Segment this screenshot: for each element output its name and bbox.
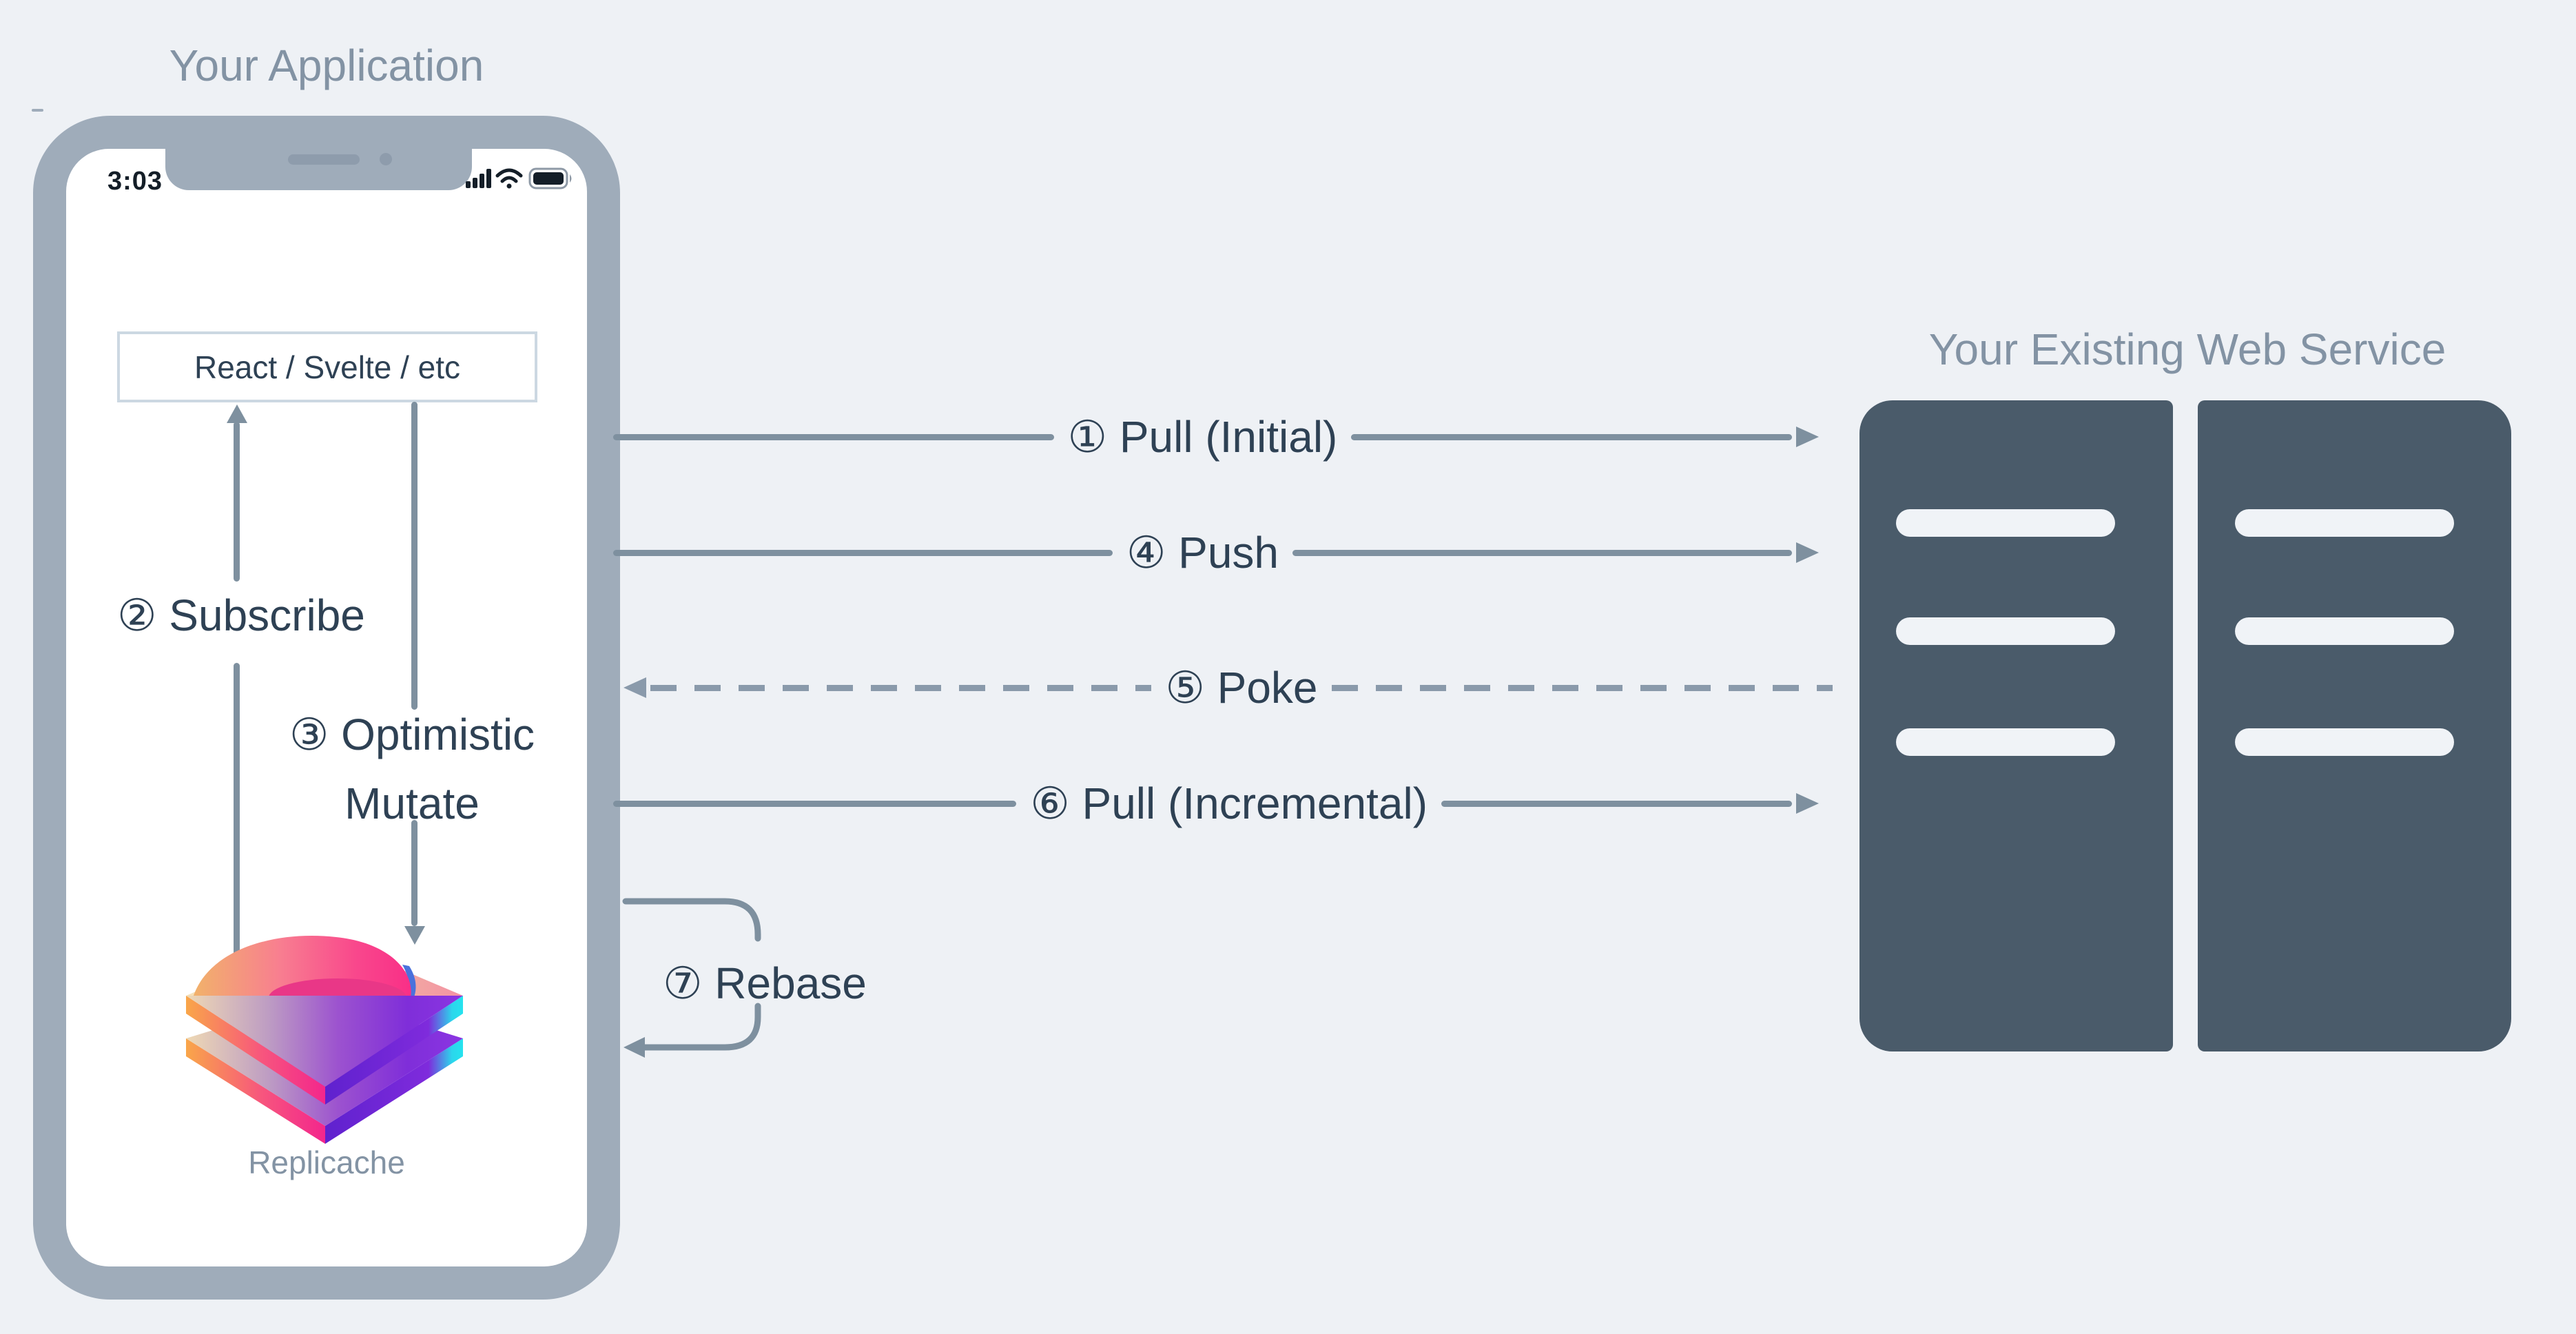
flow-poke-label: ⑤ Poke: [1165, 663, 1318, 712]
mutate-line-upper: [411, 402, 418, 710]
mutate-line-lower: [411, 820, 418, 926]
replicache-logo: [186, 936, 463, 1144]
subscribe-label: ② Subscribe: [117, 591, 365, 640]
flow-pull-incremental-label: ⑥ Pull (Incremental): [1030, 779, 1428, 828]
status-icons: [466, 167, 572, 189]
stray-mark: [32, 109, 43, 112]
flow-rebase-label: ⑦ Rebase: [663, 958, 867, 1008]
signal-bars-icon: [466, 169, 491, 188]
subscribe-line-lower: [234, 663, 240, 959]
ui-framework-box: React / Svelte / etc: [117, 331, 537, 402]
flow-line: [1441, 800, 1792, 807]
server-slot: [2235, 617, 2454, 645]
flow-line: [613, 433, 1054, 440]
server-slot: [2235, 509, 2454, 537]
server-slot: [1896, 617, 2115, 645]
subscribe-arrowhead-icon: [227, 404, 247, 423]
service-title: Your Existing Web Service: [1928, 325, 2446, 374]
server-tower-left: [1859, 400, 2173, 1051]
right-arrowhead-icon: [1796, 542, 1819, 563]
status-time: 3:03: [107, 167, 163, 196]
server-slot: [2235, 728, 2454, 756]
flow-line: [1351, 433, 1792, 440]
right-arrowhead-icon: [1796, 793, 1819, 814]
flow-line: [613, 549, 1113, 556]
phone-speaker-icon: [288, 154, 360, 165]
flow-poke: ⑤ Poke: [624, 663, 1833, 712]
server-tower-right: [2198, 400, 2511, 1051]
flow-push-label: ④ Push: [1126, 528, 1279, 577]
wifi-icon: [495, 168, 523, 189]
subscribe-line-upper: [234, 422, 240, 582]
left-arrowhead-icon: [624, 677, 646, 698]
flow-push: ④ Push: [613, 528, 1819, 577]
server-slot: [1896, 728, 2115, 756]
flow-pull-initial-label: ① Pull (Initial): [1067, 412, 1338, 462]
flow-line: [613, 800, 1017, 807]
flow-line: [1292, 549, 1792, 556]
logo-label: Replicache: [248, 1145, 405, 1180]
right-arrowhead-icon: [1796, 427, 1819, 447]
left-arrowhead-icon: [624, 1037, 645, 1058]
flow-dashed-line: [1331, 684, 1833, 691]
mutate-arrowhead-icon: [404, 926, 425, 945]
battery-icon: [528, 167, 572, 189]
app-title: Your Application: [169, 41, 484, 90]
mutate-label-line1: ③ Optimistic: [289, 710, 535, 759]
phone-camera-icon: [380, 153, 392, 165]
server-slot: [1896, 509, 2115, 537]
rebase-loop-icon: [622, 898, 761, 1058]
flow-dashed-line: [650, 684, 1152, 691]
phone-frame: 3:03 React / Svelte / etc: [33, 116, 620, 1300]
flow-pull-incremental: ⑥ Pull (Incremental): [613, 779, 1819, 828]
flow-pull-initial: ① Pull (Initial): [613, 412, 1819, 462]
mutate-label: ③ Optimistic Mutate: [247, 700, 577, 838]
